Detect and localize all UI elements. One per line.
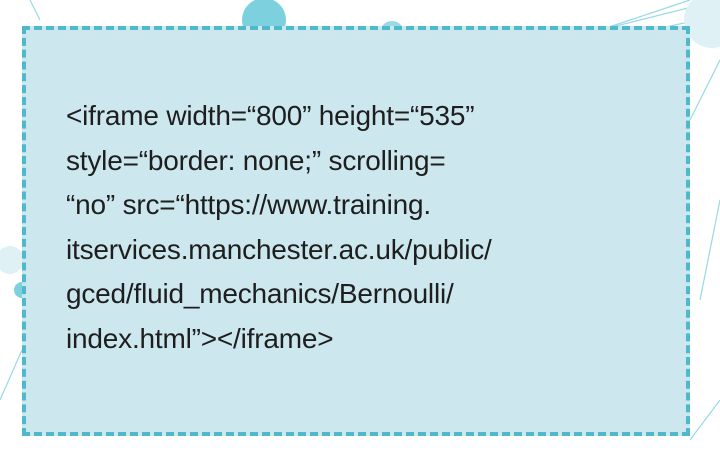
code-line: “no” src=“https://www.training. [66,189,431,220]
code-line: <iframe width=“800” height=“535” [66,100,475,131]
code-snippet-box: <iframe width=“800” height=“535” style=“… [22,26,690,436]
iframe-embed-code: <iframe width=“800” height=“535” style=“… [66,94,492,361]
code-line: gced/fluid_mechanics/Bernoulli/ [66,278,454,309]
code-line: index.html”></iframe> [66,322,334,354]
code-line: style=“border: none;” scrolling= [66,144,446,176]
code-line: itservices.manchester.ac.uk/public/ [66,233,492,265]
